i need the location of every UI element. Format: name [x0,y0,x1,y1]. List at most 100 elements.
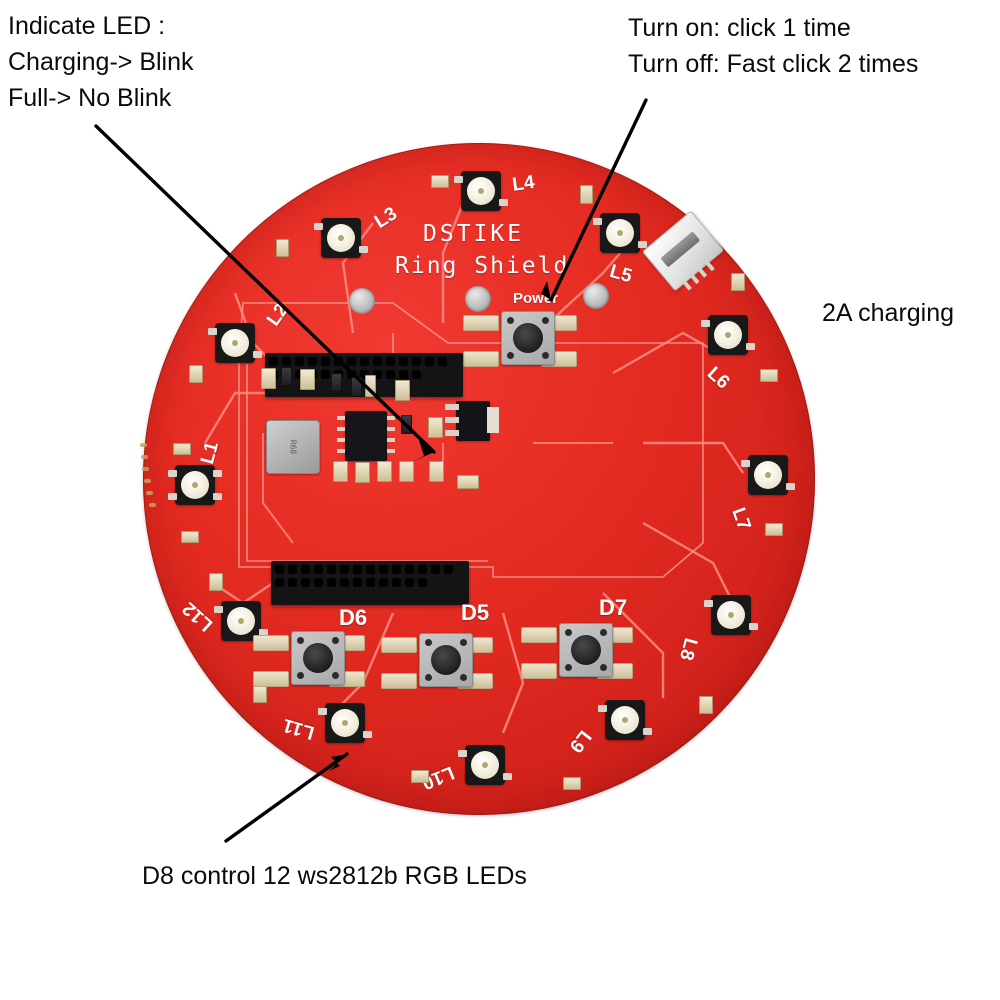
header-pin[interactable] [326,564,337,575]
female-header-top[interactable] [265,353,463,397]
smd-passive [189,365,203,383]
header-pin[interactable] [300,564,311,575]
ic-lead [387,449,395,453]
female-header-bottom[interactable] [271,561,469,605]
header-pin[interactable] [398,369,409,380]
led-pad [168,493,177,500]
header-pin[interactable] [378,564,389,575]
header-pin[interactable] [404,577,415,588]
header-pin[interactable] [339,577,350,588]
header-pin[interactable] [359,356,370,367]
button-pad [521,627,557,643]
smd-passive [760,369,778,382]
led-dome-icon [467,177,495,205]
inductor-marking: R68 [288,439,298,455]
smd-passive [431,175,449,188]
header-pin[interactable] [346,356,357,367]
header-pin[interactable] [313,577,324,588]
ic-lead [337,449,345,453]
led-pad [749,623,758,630]
header-pin[interactable] [372,356,383,367]
silk-label-L4: L4 [511,171,536,196]
header-pin[interactable] [398,356,409,367]
header-pin[interactable] [268,356,279,367]
led-L12 [214,601,268,641]
led-dome-icon [714,321,742,349]
smd-passive [731,273,745,291]
led-pad [168,470,177,477]
smd-passive [377,461,392,482]
annotation-power-button-line-2: Turn off: Fast click 2 times [628,50,919,78]
smd-passive [563,777,581,790]
header-pin[interactable] [352,564,363,575]
power-button-plunger[interactable] [513,323,543,353]
header-pin[interactable] [365,577,376,588]
header-pin[interactable] [437,356,448,367]
header-pin[interactable] [385,369,396,380]
header-pin[interactable] [320,356,331,367]
castellated-pad [149,503,156,507]
header-pin[interactable] [385,356,396,367]
smd-passive [261,368,276,389]
header-pin[interactable] [287,577,298,588]
silk-label-D6: D6 [339,605,368,630]
header-pin[interactable] [339,564,350,575]
header-pin[interactable] [417,577,428,588]
tact-corner [332,672,339,679]
header-pin[interactable] [307,356,318,367]
led-dome-icon [754,461,782,489]
annotation-indicate-led-line-2: Charging-> Blink [8,48,194,76]
ic-lead [387,438,395,442]
led-dome-icon [471,751,499,779]
header-pin[interactable] [378,577,389,588]
header-pin[interactable] [300,577,311,588]
header-pin[interactable] [352,577,363,588]
led-pad [259,629,268,636]
header-pin[interactable] [320,369,331,380]
header-pin[interactable] [274,577,285,588]
header-pin[interactable] [417,564,428,575]
led-L7 [741,455,795,495]
smd-passive [181,531,199,543]
annotation-rgb-leds: D8 control 12 ws2812b RGB LEDs [142,862,527,890]
header-pin[interactable] [391,577,402,588]
power-tactile-button[interactable] [501,311,555,365]
tact-corner [542,317,549,324]
led-pad [213,470,222,477]
regulator-tab [487,407,499,433]
header-pin[interactable] [365,564,376,575]
led-pad [214,606,223,613]
header-pin[interactable] [424,356,435,367]
led-pad [741,460,750,467]
smd-passive [253,685,267,703]
header-pin[interactable] [287,564,298,575]
tact-corner [425,639,432,646]
header-pin[interactable] [281,356,292,367]
header-pin[interactable] [443,564,454,575]
smd-passive [401,415,412,434]
smd-passive [429,461,444,482]
header-pin[interactable] [391,564,402,575]
button-D6-plunger[interactable] [303,643,333,673]
led-pad [363,731,372,738]
button-D5[interactable] [419,633,473,687]
header-pin[interactable] [411,356,422,367]
header-pin[interactable] [333,356,344,367]
header-pin[interactable] [411,369,422,380]
led-L6 [701,315,755,355]
mounting-hole [349,288,375,314]
header-pin[interactable] [404,564,415,575]
header-pin[interactable] [430,564,441,575]
button-D7-plunger[interactable] [571,635,601,665]
header-pin[interactable] [274,564,285,575]
tact-corner [507,352,514,359]
button-D5-plunger[interactable] [431,645,461,675]
header-pin[interactable] [294,356,305,367]
header-pin[interactable] [326,577,337,588]
led-pad [454,176,463,183]
led-pad [598,705,607,712]
button-D7[interactable] [559,623,613,677]
smd-passive [173,443,191,455]
button-D6[interactable] [291,631,345,685]
header-pin[interactable] [313,564,324,575]
